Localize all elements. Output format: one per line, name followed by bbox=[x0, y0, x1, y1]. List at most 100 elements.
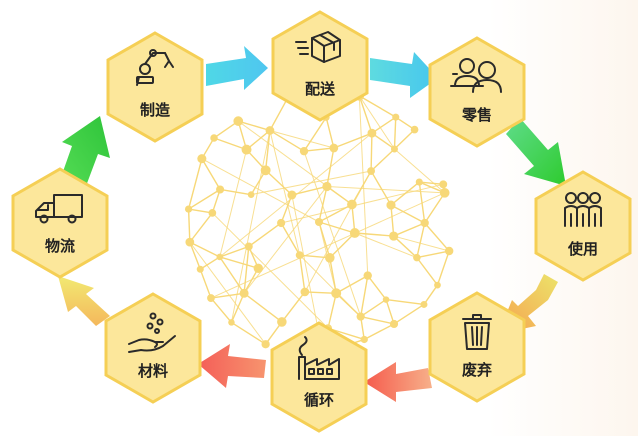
network-node bbox=[322, 181, 332, 192]
network-node bbox=[216, 253, 224, 261]
network-link bbox=[230, 293, 245, 323]
network-link bbox=[423, 284, 439, 305]
salesperson-icon bbox=[450, 58, 502, 93]
network-node bbox=[389, 231, 399, 241]
stage-use[interactable]: 使用 bbox=[534, 170, 632, 282]
network-link bbox=[219, 256, 259, 269]
network-link bbox=[394, 148, 446, 194]
network-node bbox=[434, 281, 441, 289]
network-link bbox=[210, 297, 232, 323]
hex-tile bbox=[106, 31, 204, 143]
network-node bbox=[360, 335, 368, 344]
network-link bbox=[371, 116, 397, 134]
stage-label: 配送 bbox=[305, 80, 336, 98]
stage-label: 循环 bbox=[304, 391, 334, 409]
network-link bbox=[219, 256, 245, 294]
stage-retail[interactable]: 零售 bbox=[428, 36, 526, 148]
network-node bbox=[295, 251, 304, 260]
network-link bbox=[335, 274, 369, 294]
network-node bbox=[382, 296, 390, 303]
network-link bbox=[360, 275, 369, 317]
stage-label: 制造 bbox=[140, 101, 170, 119]
hex-tile bbox=[104, 292, 202, 404]
network-link bbox=[231, 321, 267, 345]
network-link bbox=[243, 246, 250, 294]
network-node bbox=[300, 287, 310, 297]
stage-manufacturing[interactable]: 制造 bbox=[106, 31, 204, 143]
stage-label: 零售 bbox=[461, 106, 492, 124]
network-link bbox=[354, 232, 394, 237]
stage-delivery[interactable]: 配送 bbox=[271, 10, 369, 122]
network-link bbox=[329, 232, 356, 259]
network-link bbox=[370, 148, 395, 172]
network-link bbox=[230, 130, 271, 323]
network-link bbox=[213, 120, 239, 139]
network-node bbox=[325, 253, 335, 263]
network-link bbox=[367, 275, 387, 301]
arrow-recycling-to-materials bbox=[198, 344, 266, 388]
factory-icon bbox=[298, 336, 340, 380]
network-link bbox=[303, 147, 334, 152]
network-node bbox=[390, 145, 398, 153]
network-node bbox=[410, 125, 419, 134]
network-link bbox=[237, 120, 353, 205]
network-link bbox=[219, 149, 248, 258]
network-node bbox=[329, 143, 339, 153]
network-link bbox=[238, 120, 271, 132]
network-node bbox=[287, 190, 297, 200]
network-link bbox=[354, 232, 418, 259]
network-link bbox=[211, 189, 221, 214]
arrow-retail-to-use bbox=[506, 118, 566, 186]
stage-recycling[interactable]: 循环 bbox=[270, 321, 368, 433]
network-node bbox=[439, 188, 450, 198]
network-link bbox=[248, 222, 282, 248]
network-node bbox=[331, 288, 342, 299]
network-link bbox=[360, 298, 387, 318]
network-link bbox=[201, 158, 221, 190]
network-node bbox=[244, 242, 253, 251]
network-link bbox=[359, 95, 397, 118]
network-link bbox=[298, 255, 306, 293]
package-icon bbox=[295, 31, 341, 63]
people-icon bbox=[564, 192, 602, 227]
network-node bbox=[349, 228, 360, 238]
network-node bbox=[239, 288, 249, 298]
network-link bbox=[281, 183, 444, 224]
stage-materials[interactable]: 材料 bbox=[104, 292, 202, 404]
network-node bbox=[347, 199, 357, 210]
network-link bbox=[370, 133, 373, 172]
network-link bbox=[318, 221, 355, 234]
network-link bbox=[264, 130, 271, 171]
network-node bbox=[233, 116, 244, 126]
network-link bbox=[393, 222, 425, 237]
network-link bbox=[280, 222, 301, 256]
network-link bbox=[189, 241, 267, 345]
network-node bbox=[444, 246, 454, 256]
network-link bbox=[325, 117, 335, 149]
network-node bbox=[260, 165, 271, 176]
network-link bbox=[393, 303, 425, 325]
network-link bbox=[416, 257, 439, 286]
network-link bbox=[390, 205, 395, 237]
network-link bbox=[424, 222, 450, 252]
network-link bbox=[385, 299, 395, 325]
network-link bbox=[189, 212, 213, 243]
network-link bbox=[265, 169, 293, 196]
network-link bbox=[199, 268, 212, 299]
stage-tiles: 制造 配送 零售 bbox=[11, 10, 632, 433]
stage-disposal[interactable]: 废弃 bbox=[428, 291, 526, 403]
stage-label: 使用 bbox=[567, 240, 598, 258]
hex-tile bbox=[11, 167, 109, 279]
network-node bbox=[241, 144, 252, 155]
network-link bbox=[188, 189, 221, 210]
network-node bbox=[261, 340, 270, 349]
network-link bbox=[219, 245, 250, 258]
network-link bbox=[358, 95, 395, 150]
network-link bbox=[189, 241, 201, 270]
arrow-manufacturing-to-delivery bbox=[206, 46, 268, 90]
stage-logistics[interactable]: 物流 bbox=[11, 167, 109, 279]
network-node bbox=[196, 265, 204, 273]
network-link bbox=[213, 137, 247, 151]
network-link bbox=[187, 158, 203, 210]
